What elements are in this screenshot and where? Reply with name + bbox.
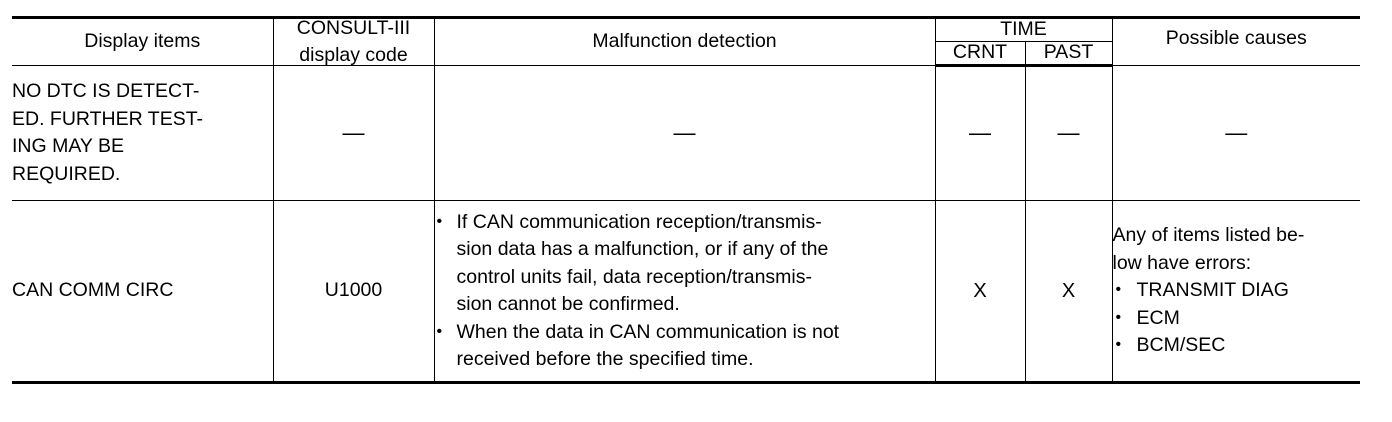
header-row-secondary: CRNT PAST bbox=[12, 41, 1360, 67]
list-item: TRANSMIT DIAG bbox=[1113, 281, 1361, 301]
crnt-value: — bbox=[969, 120, 991, 146]
past-value: X bbox=[1061, 279, 1076, 302]
detection-line: received before the specified time. bbox=[456, 348, 754, 370]
list-item: BCM/SEC bbox=[1113, 336, 1361, 356]
header-consult-code-line1: CONSULT-III bbox=[296, 17, 411, 39]
detection-line: When the data in CAN communication is no… bbox=[456, 320, 840, 343]
possible-causes-value: — bbox=[1225, 119, 1248, 145]
list-item: When the data in CAN communication is no… bbox=[435, 320, 935, 370]
header-past: PAST bbox=[1024, 41, 1112, 67]
possible-causes-heading: Any of items listed be- low have errors: bbox=[1113, 226, 1361, 273]
cell-past: X bbox=[1024, 200, 1113, 384]
possible-causes-list: TRANSMIT DIAG ECM BCM/SEC bbox=[1113, 281, 1361, 356]
cell-crnt: X bbox=[934, 200, 1026, 384]
cause-item-label: ECM bbox=[1136, 306, 1180, 329]
header-possible-causes-label: Possible causes bbox=[1165, 27, 1307, 49]
detection-line: sion cannot be confirmed. bbox=[456, 293, 680, 315]
cell-consult-code: — bbox=[272, 65, 435, 201]
detection-value: — bbox=[673, 119, 696, 145]
cell-possible-causes: — bbox=[1111, 65, 1360, 201]
cause-item-label: BCM/SEC bbox=[1136, 334, 1226, 357]
cause-heading-line: Any of items listed be- bbox=[1112, 224, 1305, 247]
crnt-value: X bbox=[973, 279, 987, 302]
table-body: NO DTC IS DETECT- ED. FURTHER TEST- ING … bbox=[12, 65, 1361, 384]
header-crnt: CRNT bbox=[935, 41, 1026, 67]
cause-item-label: TRANSMIT DIAG bbox=[1136, 279, 1289, 302]
header-display-items-label: Display items bbox=[84, 30, 201, 53]
consult-code-value: U1000 bbox=[324, 279, 383, 302]
cell-past: — bbox=[1024, 65, 1113, 201]
cell-display-item: CAN COMM CIRC bbox=[12, 200, 274, 384]
table-row: NO DTC IS DETECT- ED. FURTHER TEST- ING … bbox=[12, 65, 1360, 201]
cell-malfunction-detection: If CAN communication reception/transmis-… bbox=[433, 200, 936, 384]
consult-code-value: — bbox=[342, 119, 365, 145]
cell-display-item: NO DTC IS DETECT- ED. FURTHER TEST- ING … bbox=[12, 65, 274, 201]
header-consult-display-code: CONSULT-III display code bbox=[272, 16, 435, 66]
display-item-line: ING MAY BE bbox=[12, 135, 124, 157]
cell-malfunction-detection: — bbox=[433, 65, 936, 201]
display-item-line: ED. FURTHER TEST- bbox=[12, 107, 204, 130]
list-item: ECM bbox=[1113, 306, 1361, 329]
display-item-line: NO DTC IS DETECT- bbox=[12, 80, 200, 102]
table-header: Display items CONSULT-III display code M… bbox=[12, 16, 1360, 67]
cell-consult-code: U1000 bbox=[272, 200, 435, 384]
cell-possible-causes: Any of items listed be- low have errors:… bbox=[1111, 200, 1361, 384]
display-item-line: REQUIRED. bbox=[12, 162, 121, 185]
header-malfunction-detection-label: Malfunction detection bbox=[592, 30, 777, 53]
table-row: CAN COMM CIRC U1000 If CAN communication… bbox=[12, 200, 1361, 384]
header-row-primary: Display items CONSULT-III display code M… bbox=[12, 16, 1360, 66]
detection-line: sion data has a malfunction, or if any o… bbox=[456, 238, 829, 260]
cell-crnt: — bbox=[934, 65, 1026, 201]
header-crnt-label: CRNT bbox=[952, 41, 1008, 64]
list-item: If CAN communication reception/transmis-… bbox=[435, 210, 935, 315]
header-possible-causes: Possible causes bbox=[1111, 16, 1360, 66]
header-malfunction-detection: Malfunction detection bbox=[433, 16, 936, 66]
display-item-line: CAN COMM CIRC bbox=[12, 279, 174, 302]
header-time: TIME bbox=[934, 16, 1113, 42]
detection-line: If CAN communication reception/transmis- bbox=[456, 210, 822, 233]
header-display-items: Display items bbox=[12, 16, 274, 66]
detection-bullet-list: If CAN communication reception/transmis-… bbox=[435, 210, 935, 370]
dtc-index-table: Display items CONSULT-III display code M… bbox=[12, 16, 1360, 384]
past-value: — bbox=[1057, 120, 1080, 146]
detection-line: control units fail, data reception/trans… bbox=[456, 265, 813, 288]
cause-heading-line: low have errors: bbox=[1112, 251, 1252, 274]
header-past-label: PAST bbox=[1043, 41, 1094, 64]
header-time-label: TIME bbox=[1000, 18, 1047, 41]
header-consult-code-line2: display code bbox=[299, 43, 408, 66]
